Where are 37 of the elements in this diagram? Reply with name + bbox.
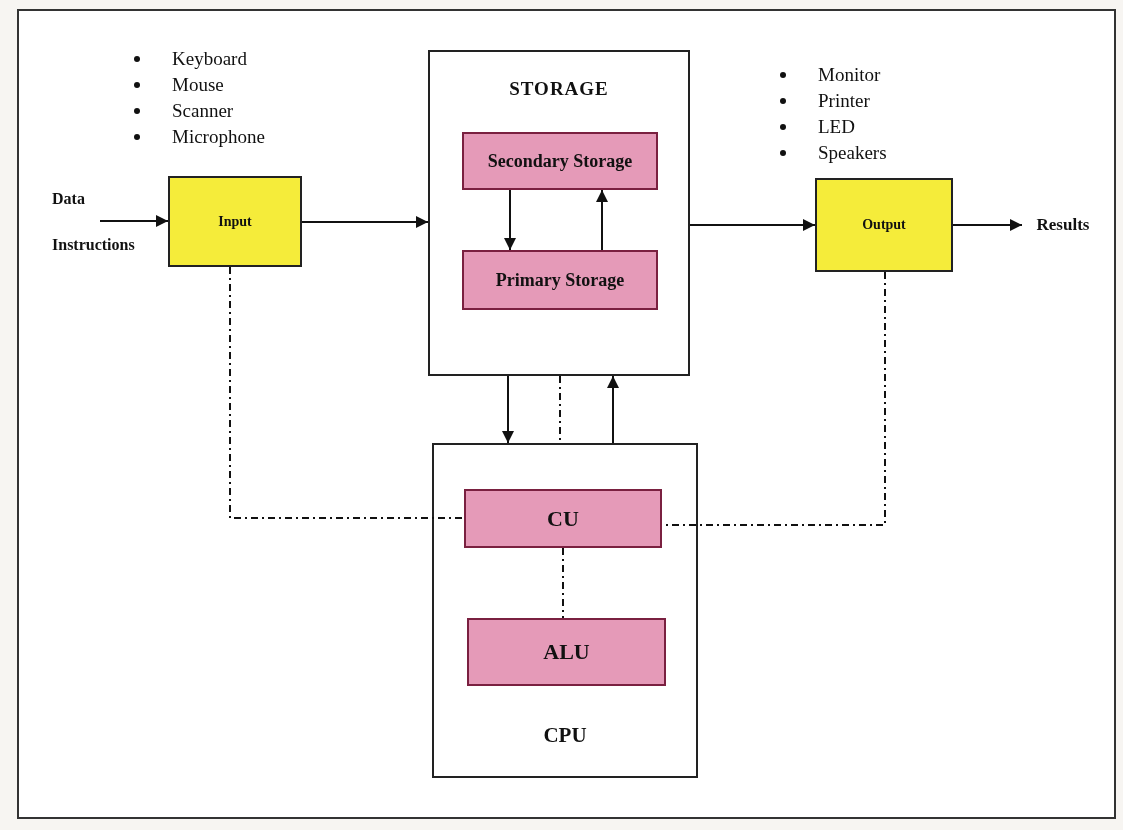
- node-label: Primary Storage: [495, 269, 625, 291]
- node-label: ALU: [543, 639, 590, 665]
- process-box: [464, 489, 662, 548]
- input-output-box: [815, 178, 953, 272]
- input-label: Data: [52, 190, 85, 208]
- input-label: Instructions: [52, 236, 135, 254]
- node-label: CPU: [543, 723, 587, 748]
- node-label: Results: [1036, 215, 1090, 235]
- node-label: Secondary Storage: [487, 150, 633, 172]
- arrow: [502, 375, 514, 444]
- device-list-item: LED: [818, 115, 855, 139]
- container-box: [428, 50, 690, 376]
- container-box: [432, 443, 698, 778]
- arrow: [301, 216, 429, 228]
- device-list-item: Monitor: [818, 63, 881, 87]
- arrow: [607, 375, 619, 444]
- arrow: [689, 219, 816, 231]
- device-list-item: Mouse: [172, 73, 224, 97]
- dash-dot-line: [562, 547, 564, 619]
- arrow: [99, 215, 169, 227]
- device-list-item: Scanner: [172, 99, 234, 123]
- process-box: [462, 132, 658, 190]
- process-box: [467, 618, 666, 686]
- node-label: Output: [862, 217, 906, 233]
- device-list-item: Printer: [818, 89, 870, 113]
- arrow: [504, 189, 516, 251]
- device-list-item: Microphone: [172, 125, 265, 149]
- device-list-item: Keyboard: [172, 47, 247, 71]
- input-output-box: [168, 176, 302, 267]
- node-label: CU: [547, 505, 579, 532]
- node-label: Input: [218, 213, 252, 230]
- arrow: [952, 219, 1023, 231]
- dash-dot-line: [229, 266, 465, 519]
- device-list-item: Speakers: [818, 141, 887, 165]
- arrow: [596, 189, 608, 251]
- process-box: [462, 250, 658, 310]
- node-label: STORAGE: [509, 78, 609, 100]
